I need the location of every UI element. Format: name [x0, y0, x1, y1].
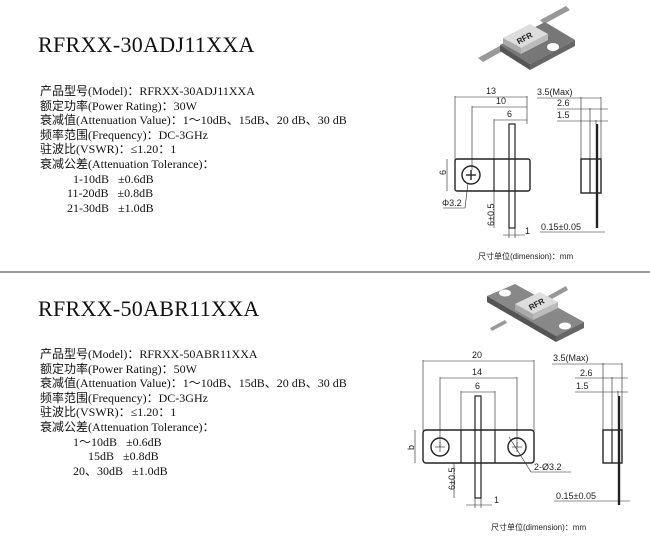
tolerance-row: 15dB ±0.8dB — [40, 449, 159, 464]
spec-frequency: 频率范围(Frequency)：DC-3GHz — [40, 390, 208, 405]
dimension-label: 1 — [525, 226, 530, 236]
dimension-label: b — [406, 445, 416, 450]
tolerance-row: 21-30dB ±1.0dB — [40, 200, 154, 215]
spec-vswr: 驻波比(VSWR)：≤1.20：1 — [40, 142, 177, 157]
section-divider — [0, 271, 650, 273]
spec-vswr: 驻波比(VSWR)：≤1.20：1 — [40, 405, 177, 420]
dimension-label: 1.5 — [557, 110, 570, 120]
side-view-1 — [537, 97, 608, 233]
dimension-caption-1: 尺寸单位(dimension)：mm — [478, 251, 573, 261]
front-view-2 — [414, 360, 571, 508]
dimension-label: 14 — [472, 367, 482, 377]
dimension-label: 6 — [507, 109, 512, 119]
spec-attenuation: 衰减值(Attenuation Value)：1～10dB、15dB、20 dB… — [40, 113, 347, 128]
specs-1: 产品型号(Model)：RFRXX-30ADJ11XXA 额定功率(Power … — [40, 84, 347, 215]
dimension-label: 1.5 — [576, 381, 589, 391]
spec-frequency: 频率范围(Frequency)：DC-3GHz — [40, 127, 208, 142]
dimension-label: 3.5(Max) — [553, 353, 589, 363]
dimension-label: 6 — [475, 381, 480, 391]
side-view-2 — [552, 363, 630, 505]
spec-tolerance-label: 衰减公差(Attenuation Tolerance)： — [40, 156, 215, 171]
dimension-label: 2-Ø3.2 — [534, 462, 562, 472]
dimension-label: Φ3.2 — [442, 198, 462, 208]
tolerance-row: 11-20dB ±0.8dB — [40, 186, 154, 201]
product-title-2: RFRXX-50ABR11XXA — [38, 296, 260, 321]
specs-2: 产品型号(Model)：RFRXX-50ABR11XXA 额定功率(Power … — [40, 347, 347, 478]
spec-tolerance-label: 衰减公差(Attenuation Tolerance)： — [40, 419, 215, 434]
dimension-label: 3.5(Max) — [537, 87, 573, 97]
dimension-label: 0.15±0.05 — [556, 491, 596, 501]
spec-attenuation: 衰减值(Attenuation Value)：1～10dB、15dB、20 dB… — [40, 376, 347, 391]
spec-power: 额定功率(Power Rating)：30W — [40, 98, 197, 113]
dimension-label: 1 — [494, 495, 499, 505]
dimension-label: 2.6 — [557, 98, 570, 108]
front-view-1 — [443, 96, 531, 238]
dimension-caption-2: 尺寸单位(dimension)：mm — [491, 522, 586, 532]
product-image-1: RFR — [478, 6, 575, 70]
tolerance-row: 20、30dB ±1.0dB — [40, 463, 168, 478]
product-image-2: RFR — [487, 284, 584, 342]
dimension-label: 10 — [496, 96, 506, 106]
spec-model: 产品型号(Model)：RFRXX-30ADJ11XXA — [40, 84, 255, 98]
dimension-label: 6±0.5 — [486, 204, 496, 226]
dimension-label: 6±0.5 — [447, 468, 457, 490]
spec-model: 产品型号(Model)：RFRXX-50ABR11XXA — [40, 347, 258, 361]
dimension-label: 2.6 — [580, 368, 593, 378]
dimension-label: 6 — [438, 170, 448, 175]
tolerance-row: 1～10dB ±0.6dB — [40, 434, 162, 449]
spec-power: 额定功率(Power Rating)：50W — [40, 361, 197, 376]
dimension-label: 13 — [486, 86, 496, 96]
dimension-label: 0.15±0.05 — [541, 222, 581, 232]
dimension-label: 20 — [472, 350, 482, 360]
tolerance-row: 1-10dB ±0.6dB — [40, 171, 154, 186]
product-title-1: RFRXX-30ADJ11XXA — [38, 32, 255, 57]
